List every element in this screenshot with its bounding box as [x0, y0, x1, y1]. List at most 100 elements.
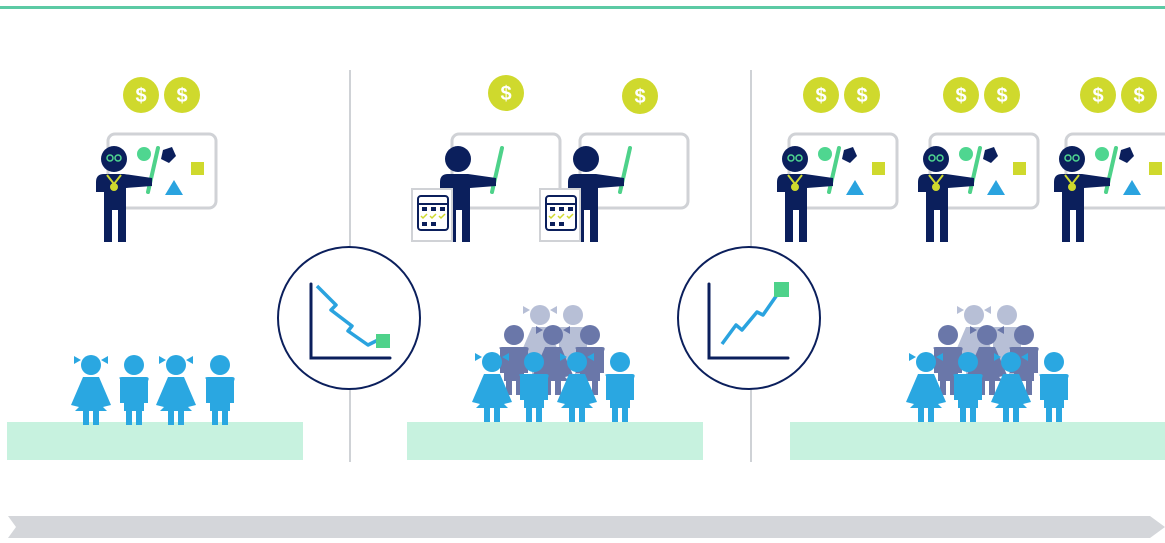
- hair-bow: [101, 356, 108, 364]
- student-girl-icon: [557, 352, 597, 422]
- trend-up-icon: [677, 246, 821, 390]
- coin-symbol: $: [815, 85, 826, 107]
- student-boy-icon: [519, 352, 549, 422]
- calendar-day: [550, 222, 555, 226]
- teacher-head: [573, 146, 599, 172]
- coin-symbol: $: [955, 85, 966, 107]
- medal-icon: [932, 183, 940, 191]
- student-leg: [1013, 408, 1019, 422]
- student-girl-icon: [156, 355, 196, 425]
- whiteboard: [787, 132, 899, 210]
- board-square: [872, 162, 885, 175]
- student-leg: [579, 408, 585, 422]
- calendar-icon: [411, 188, 453, 242]
- coin-icon: $: [123, 77, 159, 113]
- calendar-day: [568, 207, 573, 211]
- student-head: [1014, 325, 1034, 345]
- student-head: [1044, 352, 1064, 372]
- calendar-day: [559, 207, 564, 211]
- whiteboard: [450, 132, 562, 210]
- teacher-body: [568, 174, 624, 242]
- coin-icon: $: [844, 77, 880, 113]
- platform: [407, 422, 703, 460]
- student-head: [124, 355, 144, 375]
- experienced-teacher-icon: [1054, 132, 1165, 242]
- student-leg: [83, 411, 89, 425]
- board-circle: [137, 147, 151, 161]
- board-triangle: [987, 180, 1005, 195]
- student-head: [938, 325, 958, 345]
- student-leg: [136, 411, 142, 425]
- hair-bow: [523, 306, 530, 314]
- coin-symbol: $: [996, 85, 1007, 107]
- medal-icon: [110, 183, 118, 191]
- student-leg: [484, 408, 490, 422]
- board-triangle: [165, 180, 183, 195]
- board-pentagon: [1119, 147, 1134, 163]
- student-leg: [1026, 381, 1032, 395]
- student-head: [610, 352, 630, 372]
- student-leg: [168, 411, 174, 425]
- student-leg: [940, 381, 946, 395]
- student-head: [567, 352, 587, 372]
- student-leg: [536, 408, 542, 422]
- teacher-body: [777, 174, 833, 242]
- calendar-day: [431, 222, 436, 226]
- coin-symbol: $: [1092, 85, 1103, 107]
- glasses-left: [787, 154, 795, 162]
- teacher-body: [918, 174, 974, 242]
- student-leg: [555, 381, 561, 395]
- student-dress: [71, 377, 111, 411]
- student-head: [524, 352, 544, 372]
- student-head: [580, 325, 600, 345]
- hair-bow: [984, 306, 991, 314]
- experienced-teacher-icon: [918, 132, 1040, 242]
- student-dress: [472, 374, 512, 408]
- student-boy-icon: [953, 352, 983, 422]
- coin-disc: [1080, 77, 1116, 113]
- board-pentagon: [161, 147, 176, 163]
- hair-bow: [74, 356, 81, 364]
- coin-symbol: $: [634, 86, 645, 108]
- student-head: [964, 305, 984, 325]
- hair-bow: [502, 353, 509, 361]
- hair-bow: [550, 306, 557, 314]
- student-dress: [557, 374, 597, 408]
- medal-icon: [791, 183, 799, 191]
- new-teacher-icon: [411, 132, 562, 242]
- student-leg: [950, 381, 956, 395]
- student-body: [205, 377, 235, 411]
- student-girl-icon: [71, 355, 111, 425]
- coin-icon: $: [984, 77, 1020, 113]
- board-triangle: [1123, 180, 1141, 195]
- glasses-right: [114, 154, 122, 162]
- student-head: [504, 325, 524, 345]
- student-head: [1001, 352, 1021, 372]
- hair-bow: [936, 353, 943, 361]
- coin-icon: $: [622, 78, 658, 114]
- student-head: [482, 352, 502, 372]
- calendar-check: [566, 213, 574, 220]
- student-head: [916, 352, 936, 372]
- whiteboard: [928, 132, 1040, 210]
- student-head: [543, 325, 563, 345]
- coin-disc: [123, 77, 159, 113]
- student-body: [953, 374, 983, 408]
- hair-bow: [159, 356, 166, 364]
- student-leg: [178, 411, 184, 425]
- hair-bow: [475, 353, 482, 361]
- student-leg: [1003, 408, 1009, 422]
- board-pentagon: [842, 147, 857, 163]
- student-head: [166, 355, 186, 375]
- coin-disc: [622, 78, 658, 114]
- board-square: [1149, 162, 1162, 175]
- coin-icon: $: [943, 77, 979, 113]
- student-leg: [1046, 408, 1052, 422]
- student-boy-icon: [605, 352, 635, 422]
- glasses-right: [936, 154, 944, 162]
- student-head: [563, 305, 583, 325]
- student-boy-icon: [1039, 352, 1069, 422]
- student-dress: [906, 374, 946, 408]
- student-girl-icon: [991, 352, 1031, 422]
